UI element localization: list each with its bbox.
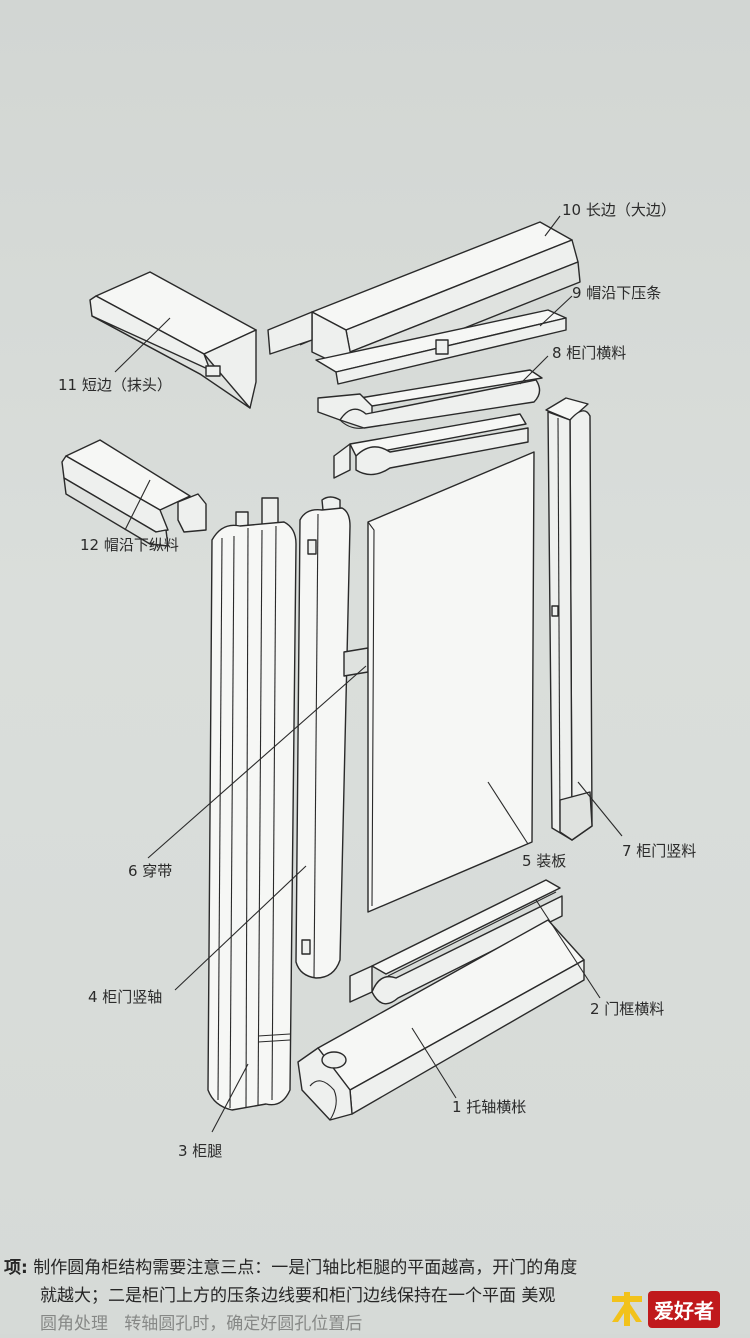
logo-text: 爱好者	[648, 1290, 720, 1328]
label-11: 11 短边（抹头）	[58, 376, 172, 394]
note-paragraph: 项: 制作圆角柜结构需要注意三点：一是门轴比柜腿的平面越高，开门的角度 就越大；…	[4, 1254, 744, 1338]
note-line-1-text: 制作圆角柜结构需要注意三点：一是门轴比柜腿的平面越高，开门的角度	[33, 1258, 578, 1278]
note-line-3: 圆角处理 转轴圆孔时，确定好圆孔位置后	[4, 1310, 744, 1338]
part-11-short-side	[89, 271, 257, 409]
note-line-2: 就越大；二是柜门上方的压条边线要和柜门边线保持在一个平面 美观	[4, 1282, 744, 1310]
label-9: 9 帽沿下压条	[572, 284, 661, 302]
label-4: 4 柜门竖轴	[88, 988, 162, 1006]
label-1: 1 托轴横枨	[452, 1098, 526, 1116]
part-5-panel	[367, 451, 535, 913]
note-line-3-tail: 转轴圆孔时，确定好圆孔位置后	[124, 1314, 363, 1334]
leader-lines	[114, 215, 623, 1133]
label-12: 12 帽沿下纵料	[80, 536, 179, 554]
label-5: 5 装板	[522, 852, 566, 870]
part-2-frame-bottom-rail	[349, 879, 563, 1005]
part-7-door-stile	[545, 397, 593, 841]
part-10-long-side	[267, 221, 581, 373]
label-7: 7 柜门竖料	[622, 842, 696, 860]
part-8-rail-end	[333, 413, 529, 479]
part-6-brace	[343, 647, 369, 677]
label-10: 10 长边（大边）	[562, 201, 676, 219]
part-1-pivot-rail	[297, 919, 585, 1121]
label-3: 3 柜腿	[178, 1142, 222, 1160]
label-8: 8 柜门横料	[552, 344, 626, 362]
part-4-door-pivot	[295, 496, 351, 979]
note-line-3-text: 圆角处理	[40, 1314, 108, 1334]
label-6: 6 穿带	[128, 862, 172, 880]
note-lead: 项:	[4, 1258, 28, 1278]
exploded-cabinet-diagram: 10 长边（大边） 9 帽沿下压条 8 柜门横料 11 短边（抹头） 12 帽沿…	[58, 201, 696, 1160]
note-line-1: 项: 制作圆角柜结构需要注意三点：一是门轴比柜腿的平面越高，开门的角度	[4, 1254, 744, 1282]
watermark-logo: 爱好者	[608, 1290, 744, 1328]
part-12-longitudinal	[61, 439, 207, 547]
part-labels: 10 长边（大边） 9 帽沿下压条 8 柜门横料 11 短边（抹头） 12 帽沿…	[58, 201, 696, 1160]
part-8-door-top-rail	[317, 369, 543, 429]
label-2: 2 门框横料	[590, 1000, 664, 1018]
note-line-2-tail: 美观	[521, 1286, 556, 1306]
logo-mark-icon	[608, 1290, 646, 1328]
part-9-press-strip	[315, 309, 567, 385]
part-3-cabinet-leg	[207, 497, 297, 1111]
note-line-2-text: 就越大；二是柜门上方的压条边线要和柜门边线保持在一个平面	[40, 1286, 516, 1306]
